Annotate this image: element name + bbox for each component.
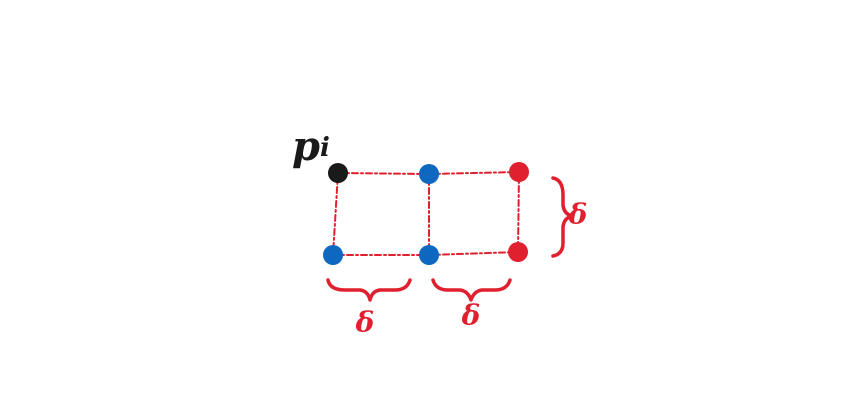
point-label: pi xyxy=(292,123,330,170)
delta-label-bottom-right: δ xyxy=(461,299,481,332)
grid-line-bottom-right xyxy=(428,251,519,256)
node-blue-bottom-middle xyxy=(419,245,439,265)
delta-label-bottom-left: δ xyxy=(355,306,375,339)
grid-line-top-left xyxy=(337,172,430,175)
spacing-braces xyxy=(326,176,574,302)
grid-lines xyxy=(332,171,520,256)
node-blue-top-middle xyxy=(419,164,439,184)
node-p-i xyxy=(328,163,348,183)
grid-line-top-right xyxy=(428,171,520,175)
node-blue-bottom-left xyxy=(323,245,343,265)
brace-right xyxy=(551,176,574,258)
node-red-bottom-right xyxy=(508,242,528,262)
brace-bottom-left xyxy=(326,278,412,302)
delta-label-right: δ xyxy=(568,198,588,231)
brace-bottom-right xyxy=(431,278,512,302)
grid-line-vertical-right xyxy=(517,171,520,253)
labels: pi δ δ δ xyxy=(292,123,587,339)
grid-line-vertical-left xyxy=(332,172,339,256)
node-red-top-right xyxy=(509,162,529,182)
point-label-subscript: i xyxy=(320,133,330,163)
grid-nodes xyxy=(323,162,529,265)
point-label-base: p xyxy=(292,123,320,170)
